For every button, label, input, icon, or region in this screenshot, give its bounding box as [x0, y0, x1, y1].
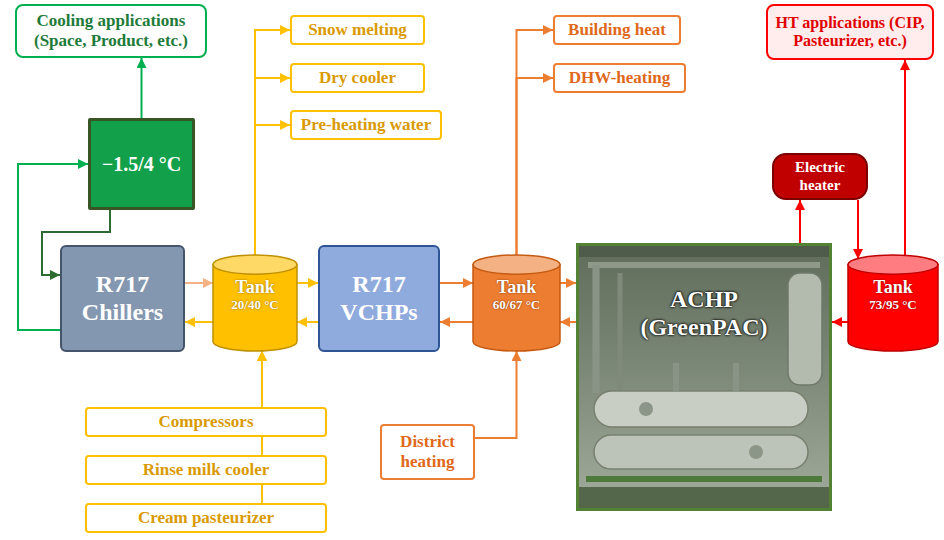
photo-part — [586, 476, 822, 482]
flow-arrow — [560, 321, 576, 323]
flow-arrow — [832, 321, 848, 323]
node-label: ACHP (GreenPAC) — [629, 286, 779, 341]
node-label: −1.5/4 °C — [102, 153, 181, 176]
tank-body — [213, 265, 297, 351]
photo-part — [618, 273, 623, 393]
photo-part — [673, 363, 679, 391]
tank-label: Tank — [497, 277, 536, 298]
photo-part — [576, 243, 832, 511]
tank-cylinder: Tank60/67 °C — [473, 255, 560, 351]
node-label: HT applications (CIP, Pasteurizer, etc.) — [774, 14, 926, 51]
node-label: R717 VCHPs — [328, 271, 430, 326]
tank-label: Tank — [235, 277, 274, 298]
tank-lid — [473, 255, 560, 274]
photo-part — [733, 363, 739, 391]
application-box: Cooling applications (Space, Product, et… — [15, 4, 207, 58]
node-label: Cooling applications (Space, Product, et… — [23, 11, 199, 50]
tank-lid — [213, 255, 297, 274]
flow-arrow — [185, 321, 213, 323]
photo-part — [594, 435, 808, 469]
photo-part — [576, 487, 832, 511]
photo-part — [593, 265, 600, 393]
photo-part — [594, 391, 808, 427]
heat-sink-box: Compressors — [85, 407, 327, 437]
absorption-heat-pump: ACHP (GreenPAC) — [576, 243, 832, 511]
brine-box: −1.5/4 °C — [88, 118, 195, 210]
flow-arrow — [297, 282, 318, 284]
heat-use-box: DHW-heating — [553, 63, 686, 93]
flow-arrow — [517, 78, 554, 255]
node-label: Electric heater — [780, 159, 860, 194]
node-label: Cream pasteurizer — [138, 508, 274, 528]
photo-part — [788, 273, 822, 385]
flow-arrow — [141, 58, 143, 118]
heat-pump-box: R717 VCHPs — [318, 245, 440, 352]
node-label: Building heat — [568, 20, 666, 40]
tank-label: 20/40 °C — [231, 298, 278, 313]
photo-part — [749, 445, 763, 459]
flow-arrow — [255, 125, 290, 255]
photo-part — [639, 402, 653, 416]
tank-label: Tank — [873, 277, 912, 298]
photo-part — [588, 262, 820, 268]
heat-sink-box: Cream pasteurizer — [85, 503, 327, 533]
node-label: R717 Chillers — [70, 271, 175, 326]
heat-pump-photo — [576, 243, 832, 511]
node-label: Snow melting — [308, 20, 407, 40]
tank-cylinder: Tank73/95 °C — [848, 255, 938, 351]
tank-body — [848, 265, 938, 351]
node-label: Pre-heating water — [301, 115, 431, 135]
node-label: District heating — [388, 432, 467, 471]
node-label: Dry cooler — [319, 68, 396, 88]
tank-label: 73/95 °C — [869, 298, 916, 313]
flow-arrow — [475, 351, 517, 438]
heat-sink-box: Dry cooler — [290, 63, 425, 93]
chiller-box: R717 Chillers — [60, 245, 185, 352]
application-box: HT applications (CIP, Pasteurizer, etc.) — [766, 4, 934, 60]
heat-sink-box: Snow melting — [290, 15, 425, 45]
heater-box: Electric heater — [772, 153, 868, 200]
flow-arrow — [297, 321, 318, 323]
flow-arrow — [185, 282, 213, 284]
node-label: Rinse milk cooler — [143, 460, 270, 480]
heat-use-box: Building heat — [553, 15, 681, 45]
heat-sink-box: Pre-heating water — [290, 110, 442, 140]
node-label: Compressors — [158, 412, 253, 432]
flow-arrow — [255, 78, 290, 255]
heat-use-box: District heating — [380, 424, 475, 480]
flow-arrow — [255, 30, 290, 255]
flow-arrow — [440, 282, 473, 284]
flow-arrow — [904, 60, 906, 255]
tank-body — [473, 265, 560, 351]
heat-sink-box: Rinse milk cooler — [85, 455, 327, 485]
flow-arrow — [857, 200, 859, 259]
tank-lid — [848, 255, 938, 274]
flow-arrow — [560, 282, 576, 284]
flow-arrow — [799, 200, 801, 243]
flow-arrow — [517, 30, 554, 255]
node-label: DHW-heating — [569, 68, 670, 88]
tank-cylinder: Tank20/40 °C — [213, 255, 297, 351]
tank-label: 60/67 °C — [493, 298, 540, 313]
flow-arrow — [440, 321, 473, 323]
